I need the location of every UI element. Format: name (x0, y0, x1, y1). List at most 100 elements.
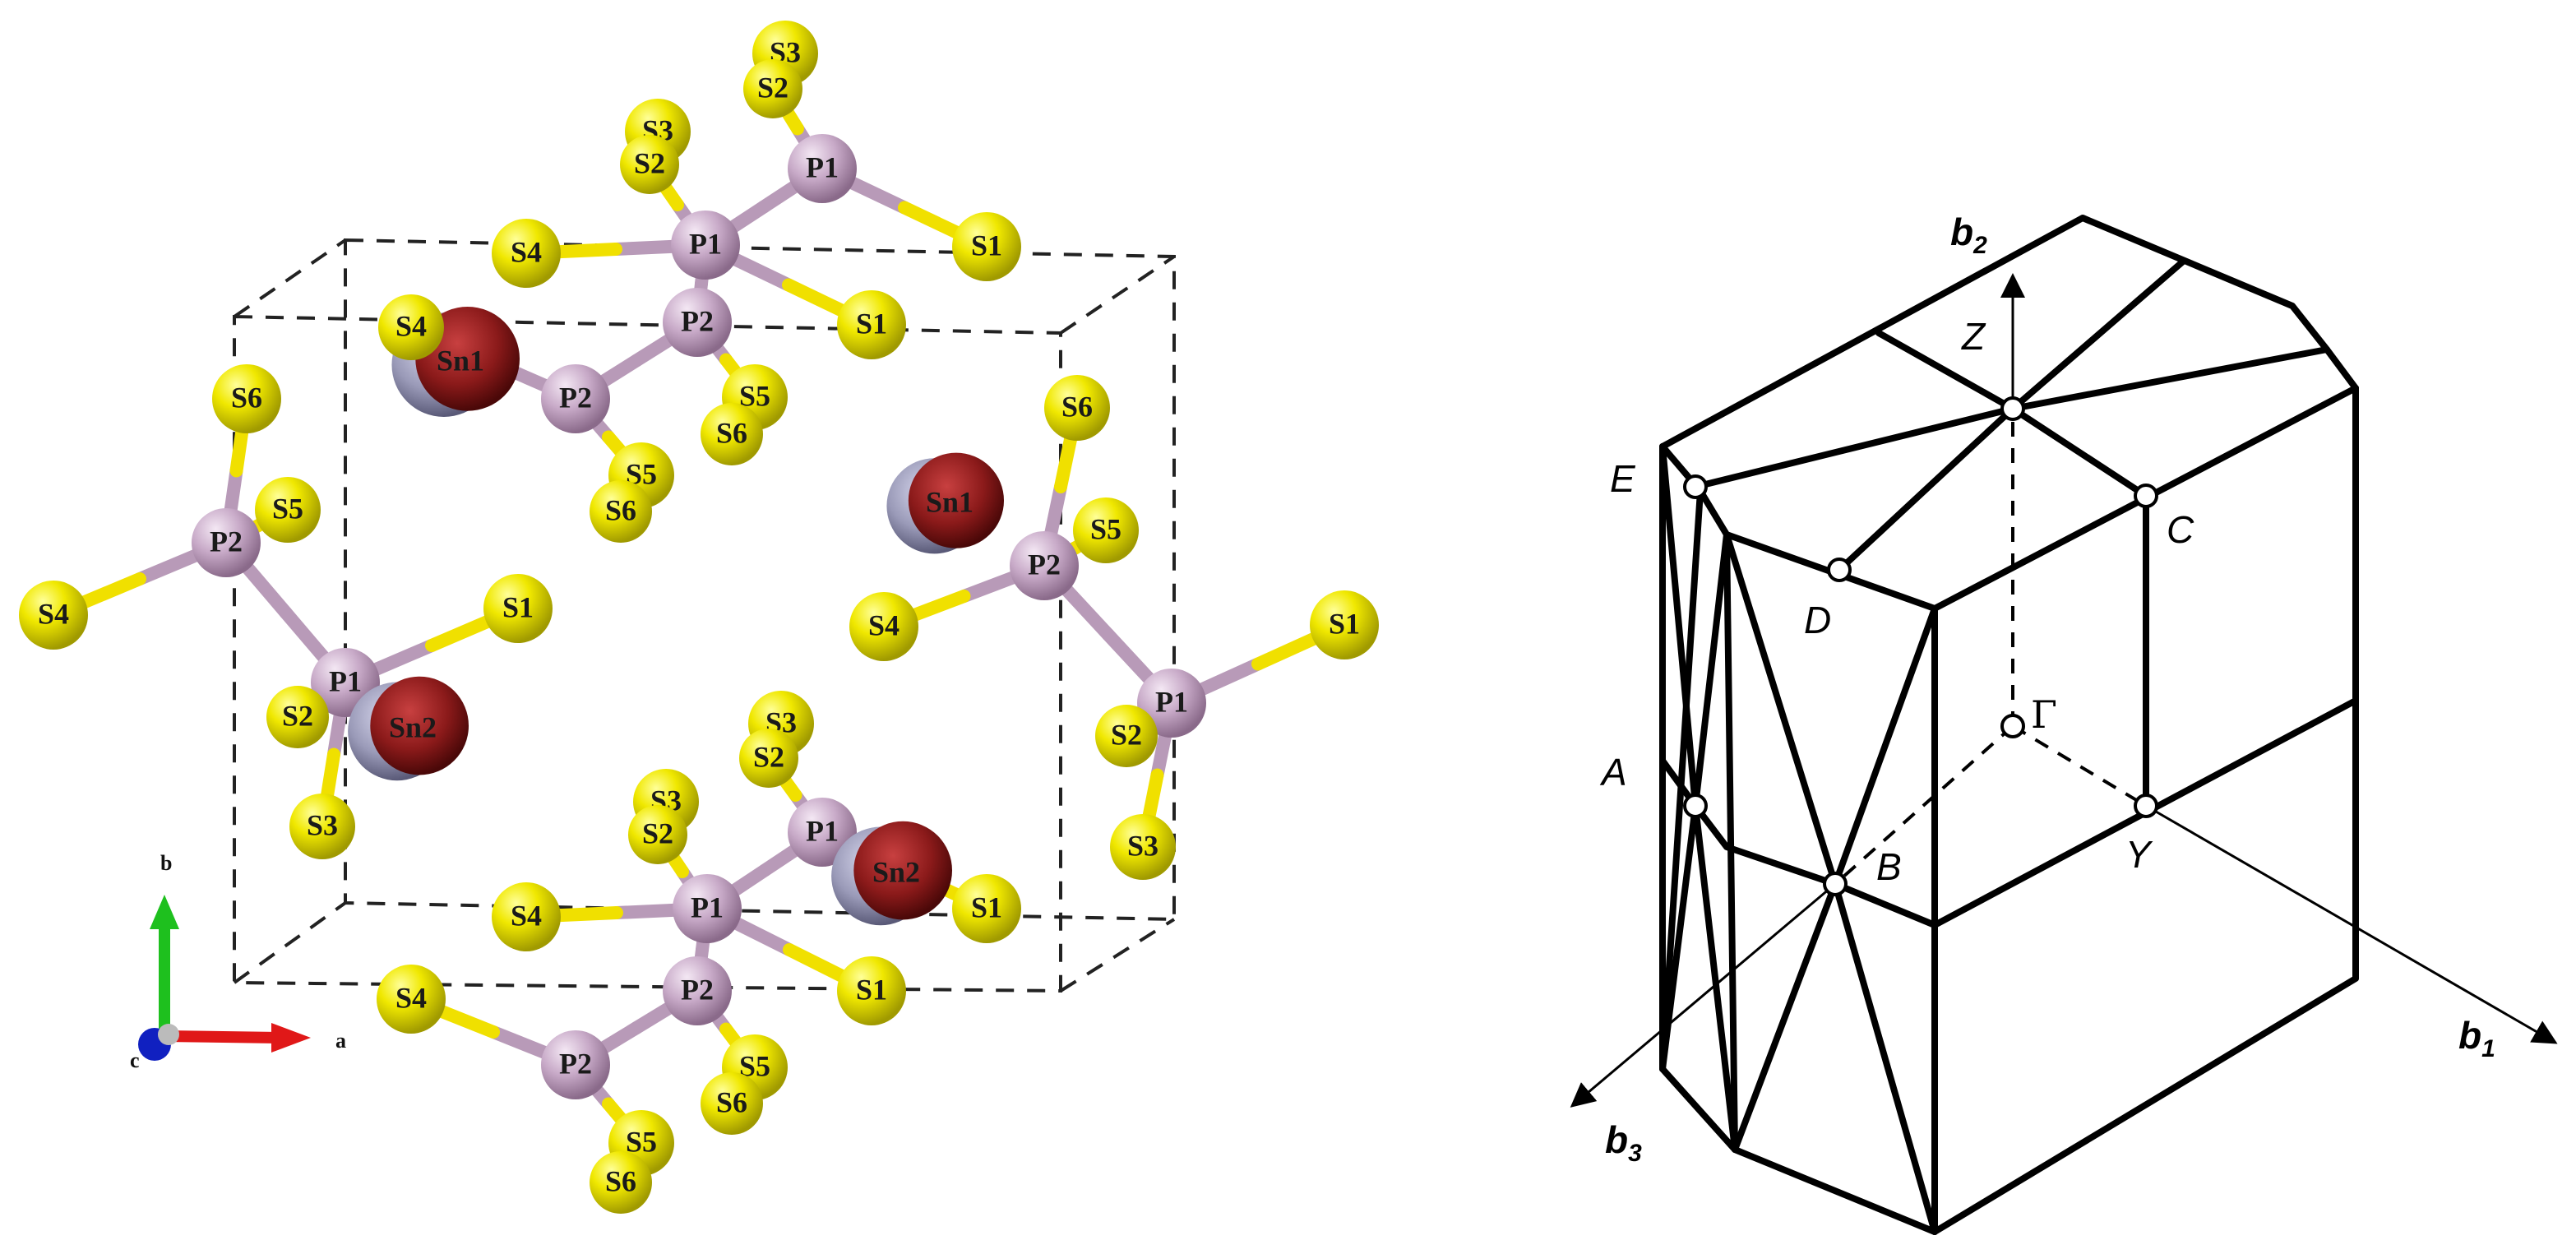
b-axis-label: b (160, 851, 172, 875)
sulfur-atom-sphere (590, 480, 652, 543)
gamma-to-y-dashed (2011, 724, 2148, 807)
atom-label-s6: S6 (716, 1085, 747, 1118)
sulfur-atom-sphere (849, 592, 918, 661)
axes-origin (158, 1024, 179, 1045)
atom-label-s2: S2 (634, 146, 665, 179)
atom-label-s6: S6 (716, 416, 747, 449)
sulfur-atom-sphere (1073, 497, 1139, 563)
point-a-marker (1683, 794, 1708, 818)
sulfur-atom-sphere (837, 290, 906, 359)
phosphorus-atom-p2: P2 (663, 288, 732, 357)
sulfur-atom-s1: S1 (1310, 590, 1379, 659)
b3-label-sub: 3 (1628, 1140, 1642, 1167)
b3-vector (1570, 882, 1836, 1108)
atom-label-s1: S1 (971, 891, 1002, 923)
sulfur-atom-s2: S2 (266, 686, 329, 748)
sulfur-atom-s1: S1 (837, 956, 906, 1025)
sulfur-atom-sphere (952, 874, 1021, 943)
atom-label-p2: P2 (559, 381, 592, 414)
atom-label-s6: S6 (231, 381, 262, 414)
sulfur-atom-sphere (266, 686, 329, 748)
phosphorus-atom-sphere (788, 134, 857, 203)
sulfur-atom-s4: S4 (492, 882, 561, 951)
point-gamma-label: Γ (2031, 692, 2057, 737)
sulfur-atom-sphere (255, 477, 321, 543)
sulfur-atom-sphere (701, 1072, 763, 1135)
phosphorus-atom-p1: P1 (1137, 669, 1206, 738)
atom-label-s6: S6 (1061, 390, 1093, 423)
phosphorus-atom-sphere (541, 1030, 610, 1099)
phosphorus-atom-sphere (663, 288, 732, 357)
point-e-label: E (1610, 457, 1636, 500)
atom-label-p1: P1 (806, 814, 839, 847)
sulfur-atom-s6: S6 (701, 1072, 763, 1135)
atom-label-sn1: Sn1 (437, 344, 484, 377)
atom-label-sn1: Sn1 (926, 485, 974, 518)
sulfur-atom-s4: S4 (492, 219, 561, 288)
atom-label-p2: P2 (1028, 548, 1061, 581)
b1-label-base: b (2458, 1014, 2481, 1057)
a-axis-arrowhead (271, 1023, 311, 1053)
sulfur-atom-sphere (212, 364, 281, 433)
atom-label-s4: S4 (868, 608, 900, 641)
atom-label-p1: P1 (1155, 685, 1188, 718)
sulfur-atom-s1: S1 (483, 574, 553, 643)
tin-atom-sphere-dark (370, 676, 469, 775)
point-z-marker (2000, 396, 2025, 421)
b1-label: b1 (2458, 1014, 2495, 1062)
atom-label-p1: P1 (689, 227, 722, 260)
sulfur-atom-sphere (492, 882, 561, 951)
b2-label-sub: 2 (1972, 232, 1987, 259)
tin-atom-sn1: Sn1 (886, 452, 1005, 554)
bz-top-outline (1659, 215, 2359, 450)
tin-atom-sphere-dark (908, 452, 1005, 548)
sulfur-atom-s1: S1 (837, 290, 906, 359)
atom-label-s6: S6 (605, 1164, 636, 1197)
phosphorus-atom-p2: P2 (541, 364, 610, 433)
point-y-label: Y (2125, 833, 2153, 876)
sulfur-atom-sphere (1110, 814, 1176, 880)
atom-label-p1: P1 (806, 150, 839, 183)
phosphorus-atom-sphere (192, 508, 261, 577)
atom-label-s3: S3 (307, 808, 338, 841)
atom-label-s4: S4 (511, 899, 542, 932)
phosphorus-atom-p2: P2 (1010, 531, 1079, 600)
atom-label-s1: S1 (502, 590, 534, 623)
atom-label-s2: S2 (757, 71, 789, 104)
unit-cell-edges (233, 238, 1176, 993)
atom-label-s1: S1 (971, 229, 1002, 261)
sulfur-atom-sphere (19, 581, 88, 650)
sulfur-atom-sphere (1044, 375, 1110, 441)
point-b-marker (1823, 872, 1848, 896)
sulfur-atom-s2: S2 (1095, 705, 1158, 767)
b2-label: b2 (1950, 211, 1987, 259)
phosphorus-atom-p1: P1 (671, 211, 740, 280)
atom-label-s1: S1 (1329, 607, 1360, 640)
point-e-marker (1683, 474, 1708, 499)
sulfur-atom-s2: S2 (620, 135, 679, 194)
atom-label-s2: S2 (1111, 718, 1142, 751)
sulfur-atom-sphere (378, 294, 444, 360)
b2-label-base: b (1950, 211, 1973, 253)
sulfur-atom-sphere (701, 403, 763, 465)
sulfur-atom-sphere (483, 574, 553, 643)
point-d-label: D (1804, 599, 1831, 641)
phosphorus-atom-sphere (1137, 669, 1206, 738)
atom-label-p2: P2 (210, 525, 243, 558)
point-z-label: Z (1961, 315, 1986, 358)
atom-label-s4: S4 (395, 309, 427, 342)
atom-label-s1: S1 (856, 973, 887, 1006)
bz-left-face (1659, 443, 1938, 1235)
bz-dashed-axes (1834, 409, 2148, 886)
a-axis-label: a (335, 1029, 346, 1053)
point-c-label: C (2167, 508, 2194, 551)
sulfur-atom-s6: S6 (590, 1151, 652, 1214)
sulfur-atom-s3: S3 (1110, 814, 1176, 880)
sulfur-atom-s4: S4 (19, 581, 88, 650)
atom-label-s2: S2 (642, 817, 673, 849)
sulfur-atom-s3: S3 (289, 794, 355, 859)
a-axis-arrow (164, 1030, 280, 1043)
sulfur-atom-sphere (837, 956, 906, 1025)
sulfur-atom-s2: S2 (743, 59, 802, 118)
sulfur-atom-s1: S1 (952, 212, 1021, 281)
